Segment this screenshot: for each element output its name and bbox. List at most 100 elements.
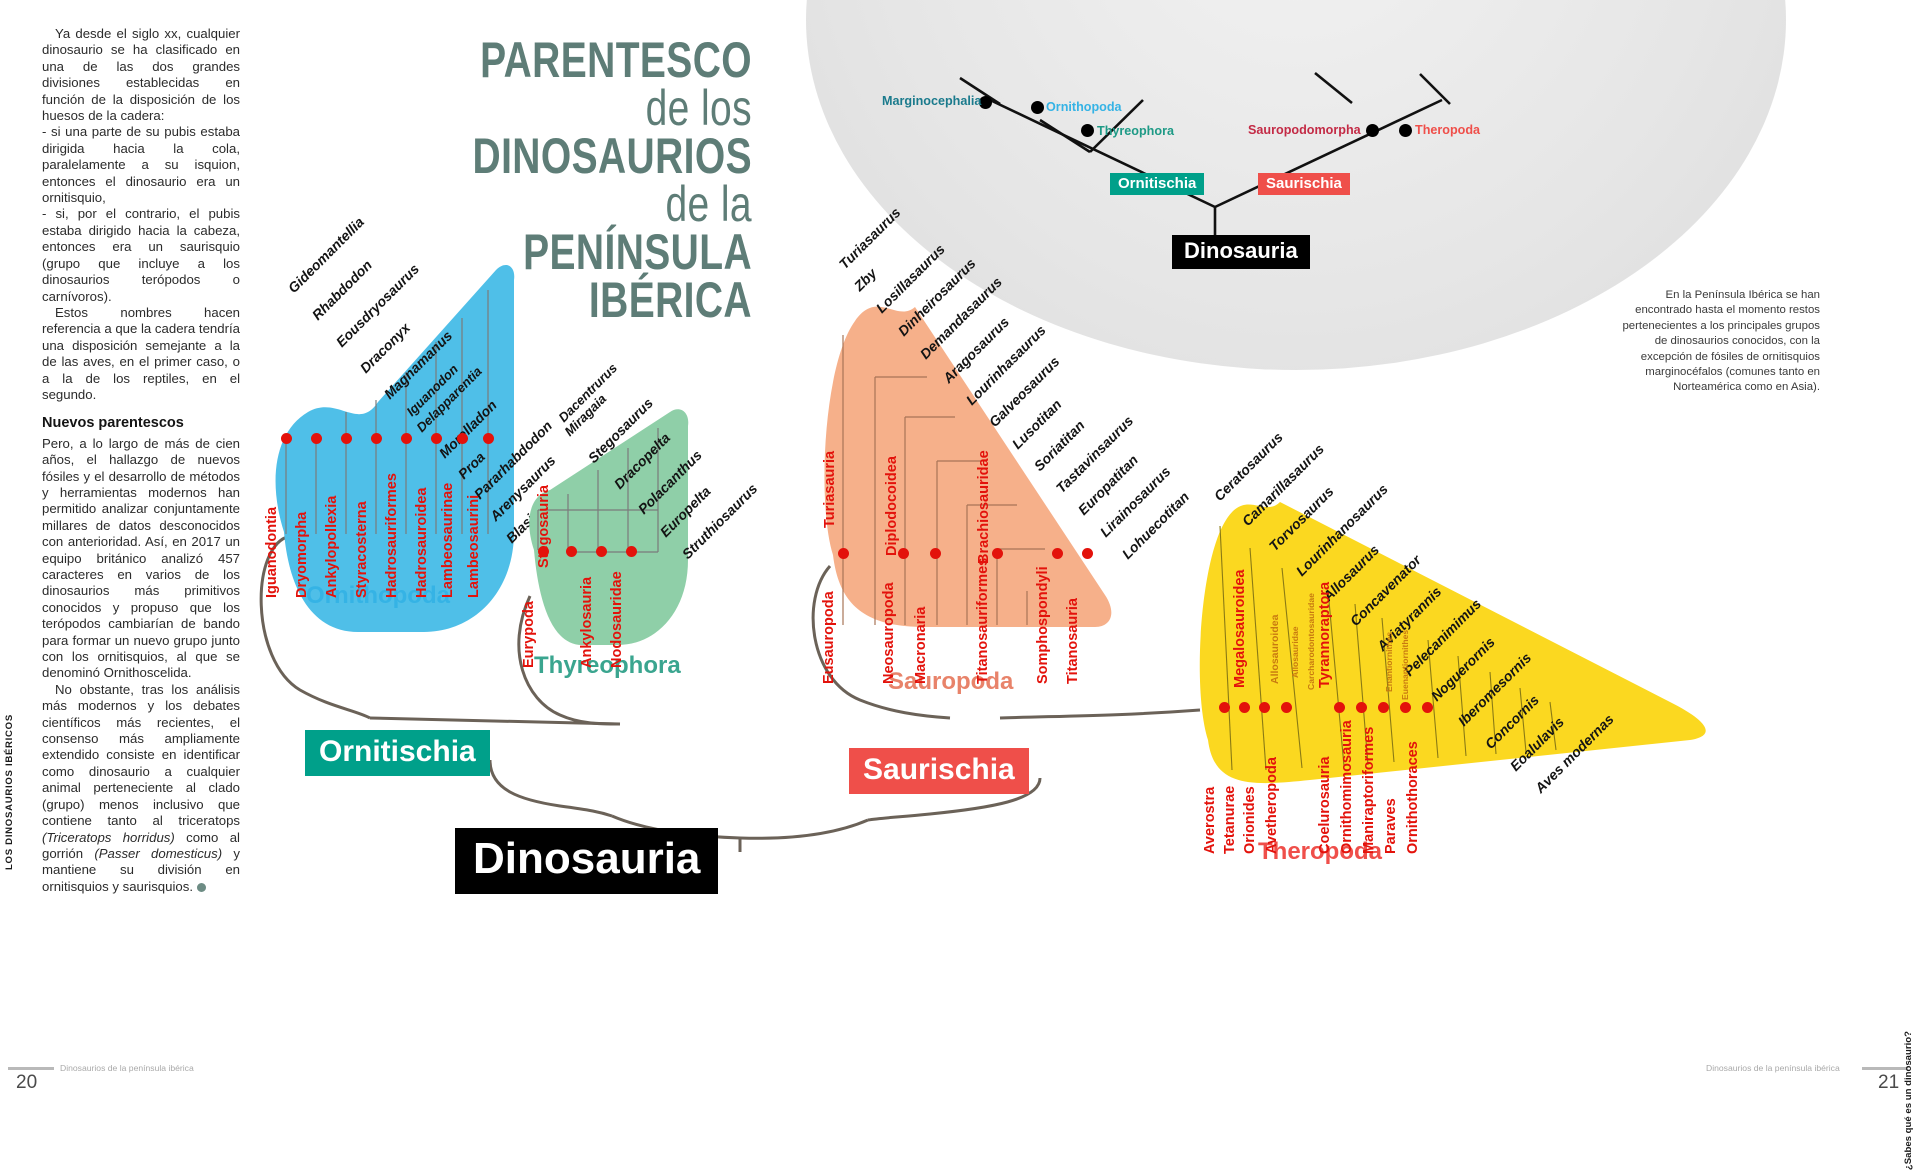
bottom-tag-dinosauria: Dinosauria: [455, 828, 719, 894]
clade-node-dot: [992, 548, 1003, 559]
clade-label: Somphospondyli: [1035, 566, 1051, 684]
node-label-thyreophora: Thyreophora: [1097, 124, 1174, 138]
footer-rule-right: [1862, 1067, 1908, 1070]
clade-label: Ornithothoraces: [1405, 741, 1421, 854]
footer-text-left: Dinosaurios de la península ibérica: [60, 1063, 194, 1073]
title-line-1: PARENTESCO de los: [480, 32, 752, 136]
section-rail-label: LOS DINOSAURIOS IBÉRICOS: [4, 714, 15, 870]
clade-label: Brachiosauridae: [976, 450, 992, 564]
clade-label: Nodosauridae: [609, 571, 625, 668]
clade-label: Lambeosaurinae: [440, 482, 456, 598]
clade-node-dot: [898, 548, 909, 559]
clade-label: Eurypoda: [521, 601, 537, 668]
taxon-label: Turiasaurus: [835, 204, 904, 272]
footer-page-left: 20: [16, 1072, 38, 1093]
clade-label: Styracosterna: [354, 501, 370, 598]
thyreophora-blob: [520, 400, 720, 660]
clade-label: Ankylopollexia: [324, 495, 340, 598]
clade-node-dot: [1219, 702, 1230, 713]
article-paragraph-5: Pero, a lo largo de más de cien años, el…: [42, 435, 240, 681]
clade-node-dot: [1334, 702, 1345, 713]
clade-label: Titanosauria: [1065, 598, 1081, 684]
clade-label: Tyrannoraptora: [1317, 581, 1333, 688]
title-line-3: de la PENÍNSULA: [523, 176, 752, 280]
clade-node-dot: [1281, 702, 1292, 713]
footer-text-right: Dinosaurios de la península ibérica: [1706, 1063, 1840, 1073]
sauropoda-blob: [805, 265, 1135, 685]
theropoda-blob: [1190, 440, 1750, 830]
clade-node-dot: [1259, 702, 1270, 713]
footer-rule-left: [8, 1067, 54, 1070]
infographic-page: Ya desde el siglo xx, cualquier dinosaur…: [4, 0, 1914, 1170]
node-dot-sauropodomorpha: [1366, 124, 1379, 137]
clade-node-dot: [1422, 702, 1433, 713]
clade-label: Megalosauroidea: [1232, 569, 1248, 688]
clade-node-dot: [483, 433, 494, 444]
bottom-tag-saurischia: Saurischia: [849, 748, 1029, 794]
article-subhead: Nuevos parentescos: [42, 415, 184, 432]
node-label-marginocephalia: Marginocephalia: [882, 94, 982, 108]
clade-label: Averostra: [1202, 786, 1218, 854]
clade-label: Titanosauriformes: [975, 557, 991, 684]
clade-label: Lambeosaurini: [466, 494, 482, 598]
clade-node-dot: [281, 433, 292, 444]
end-of-article-dot: [197, 882, 206, 892]
right-note-text: En la Península Ibérica se han encontrad…: [1622, 289, 1820, 394]
clade-label: Dryomorpha: [294, 511, 310, 598]
article-column: Ya desde el siglo xx, cualquier dinosaur…: [42, 26, 240, 895]
node-label-sauropodomorpha: Sauropodomorpha: [1248, 123, 1361, 137]
clade-label: Ornithomimosauria: [1339, 720, 1355, 854]
clade-node-dot: [838, 548, 849, 559]
clade-node-dot: [566, 546, 577, 557]
clade-label: Hadrosauriformes: [384, 473, 400, 598]
clade-node-dot: [341, 433, 352, 444]
page-title: PARENTESCO de los DINOSAURIOS de la PENÍ…: [352, 32, 752, 325]
clade-node-dot: [311, 433, 322, 444]
clade-node-dot: [457, 433, 468, 444]
bottom-tag-ornitischia: Ornitischia: [305, 730, 490, 776]
cladogram-tag-ornitischia: Ornitischia: [1110, 173, 1205, 195]
clade-node-dot: [930, 548, 941, 559]
clade-node-dot: [431, 433, 442, 444]
clade-node-dot: [626, 546, 637, 557]
clade-label: Carcharodontosauridae: [1306, 593, 1316, 690]
clade-node-dot: [1400, 702, 1411, 713]
clade-label: Ankylosauria: [579, 576, 595, 668]
clade-label: Euenantiornithes: [1400, 629, 1410, 700]
clade-label: Avetheropoda: [1264, 757, 1280, 854]
clade-node-dot: [1082, 548, 1093, 559]
clade-node-dot: [1356, 702, 1367, 713]
clade-label: Maniraptoriformes: [1361, 726, 1377, 854]
clade-label: Neosauropoda: [881, 582, 897, 684]
clade-label: Allosauridae: [1290, 626, 1300, 678]
clade-label: Paraves: [1383, 798, 1399, 854]
cladogram-tag-saurischia: Saurischia: [1258, 173, 1350, 195]
node-dot-ornithopoda: [1031, 101, 1044, 114]
clade-node-dot: [401, 433, 412, 444]
clade-label: Eusauropoda: [821, 591, 837, 684]
clade-label: Tetanurae: [1222, 785, 1238, 854]
species-triceratops: (Triceratops horridus): [42, 829, 175, 845]
node-dot-marginocephalia: [979, 96, 992, 109]
clade-label: Diplodocoidea: [884, 456, 900, 556]
node-dot-thyreophora: [1081, 124, 1094, 137]
clade-label: Enantiornithes: [1384, 631, 1394, 692]
clade-node-dot: [596, 546, 607, 557]
side-question-label: ¿Sabes qué es un dinosaurio?: [1903, 1031, 1914, 1170]
node-label-theropoda: Theropoda: [1415, 123, 1481, 137]
group-name-ornithopoda: Ornithopoda: [306, 582, 450, 609]
group-name-theropoda: Theropoda: [1258, 838, 1382, 865]
clade-label: Coelurosauria: [1317, 756, 1333, 855]
clade-label: Turiasauria: [822, 450, 838, 528]
ornithopoda-blob: [248, 232, 548, 652]
title-line-2: DINOSAURIOS: [472, 128, 752, 184]
article-paragraph-1: Ya desde el siglo xx, cualquier dinosaur…: [42, 26, 240, 124]
article-paragraph-4: Estos nombres hacen referencia a que la …: [42, 304, 240, 402]
cladogram-tag-dinosauria: Dinosauria: [1172, 235, 1310, 269]
clade-label: Macronaria: [913, 606, 929, 684]
clade-label: Allosauroidea: [1269, 614, 1281, 684]
clade-node-dot: [1378, 702, 1389, 713]
clade-label: Iguanodontia: [264, 506, 280, 598]
clade-node-dot: [538, 546, 549, 557]
node-label-ornithopoda: Ornithopoda: [1046, 100, 1122, 114]
